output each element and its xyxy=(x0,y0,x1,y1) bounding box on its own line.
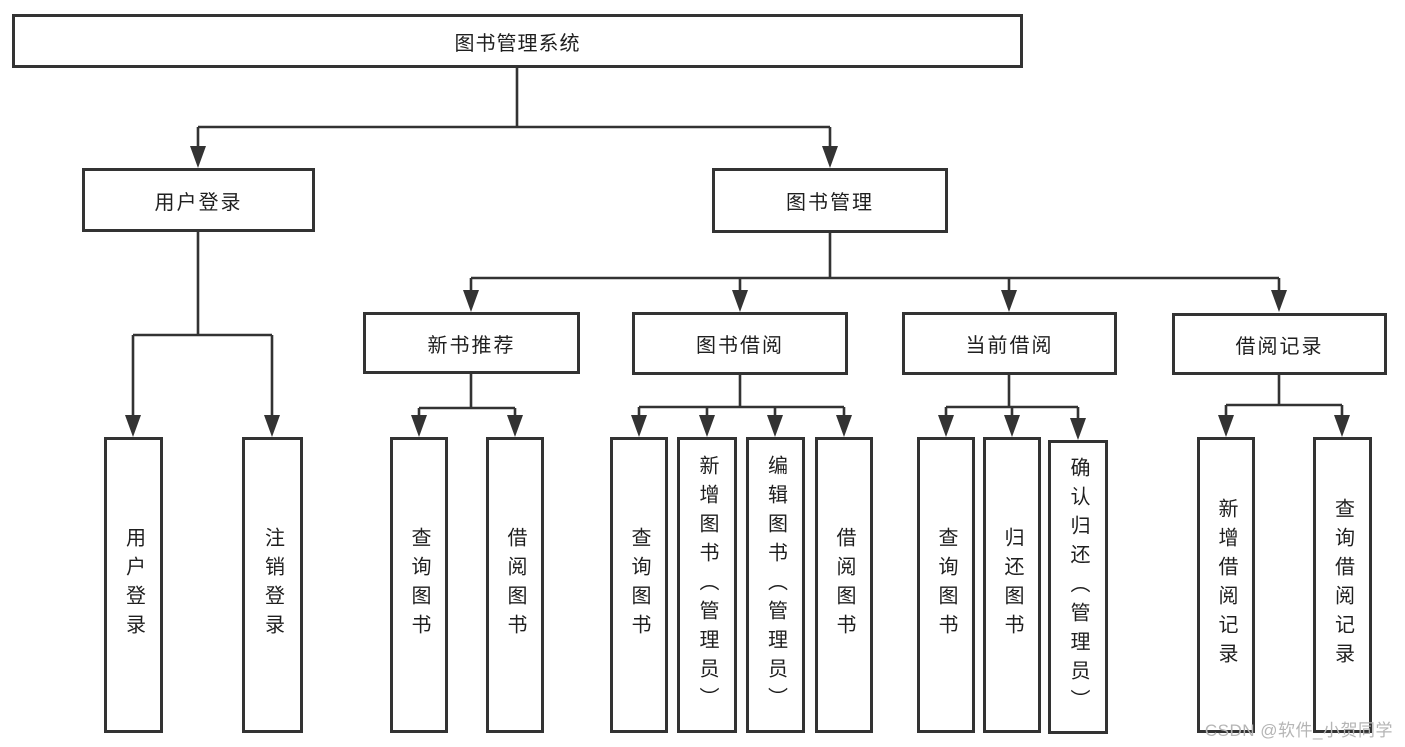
node-current-borrowing: 当前借阅 xyxy=(902,312,1117,375)
leaf-user-login-label: 用户登录 xyxy=(122,527,145,643)
leaf-query-books-current-label: 查询图书 xyxy=(935,527,957,643)
leaf-borrow-books-recommend: 借阅图书 xyxy=(486,437,544,733)
leaf-borrow-books-label: 借阅图书 xyxy=(833,527,855,643)
leaf-edit-book-admin-label: 编辑图书（管理员） xyxy=(764,454,787,716)
leaf-query-books-borrow-label: 查询图书 xyxy=(628,527,650,643)
leaf-user-login: 用户登录 xyxy=(104,437,163,733)
leaf-confirm-return-admin: 确认归还（管理员） xyxy=(1048,440,1108,734)
leaf-return-books: 归还图书 xyxy=(983,437,1041,733)
leaf-query-books-recommend: 查询图书 xyxy=(390,437,448,733)
leaf-add-borrow-record: 新增借阅记录 xyxy=(1197,437,1255,733)
node-book-borrowing-label: 图书借阅 xyxy=(696,335,784,357)
leaf-borrow-books: 借阅图书 xyxy=(815,437,873,733)
node-book-management: 图书管理 xyxy=(712,168,948,233)
node-new-book-recommend-label: 新书推荐 xyxy=(427,334,516,357)
node-user-login-label: 用户登录 xyxy=(154,191,243,214)
leaf-query-books-borrow: 查询图书 xyxy=(610,437,668,733)
csdn-watermark: CSDN @软件_小贺同学 xyxy=(1204,721,1393,740)
node-current-borrowing-label: 当前借阅 xyxy=(965,335,1054,357)
leaf-add-borrow-record-label: 新增借阅记录 xyxy=(1215,498,1237,672)
leaf-add-book-admin-label: 新增图书（管理员） xyxy=(696,454,718,716)
leaf-edit-book-admin: 编辑图书（管理员） xyxy=(746,437,805,733)
leaf-query-books-recommend-label: 查询图书 xyxy=(408,527,430,643)
leaf-query-books-current: 查询图书 xyxy=(917,437,975,733)
node-book-borrowing: 图书借阅 xyxy=(632,312,848,375)
leaf-logout: 注销登录 xyxy=(242,437,303,733)
node-root-label: 图书管理系统 xyxy=(454,32,581,55)
leaf-query-borrow-record: 查询借阅记录 xyxy=(1313,437,1372,733)
node-borrowing-records: 借阅记录 xyxy=(1172,313,1387,375)
leaf-query-borrow-record-label: 查询借阅记录 xyxy=(1331,498,1354,672)
leaf-return-books-label: 归还图书 xyxy=(1001,527,1023,643)
node-new-book-recommend: 新书推荐 xyxy=(363,312,580,374)
node-user-login: 用户登录 xyxy=(82,168,315,232)
leaf-borrow-books-recommend-label: 借阅图书 xyxy=(504,527,526,643)
node-book-management-label: 图书管理 xyxy=(786,192,874,214)
node-borrowing-records-label: 借阅记录 xyxy=(1235,335,1324,358)
node-root: 图书管理系统 xyxy=(12,14,1023,68)
leaf-logout-label: 注销登录 xyxy=(261,527,284,643)
leaf-confirm-return-admin-label: 确认归还（管理员） xyxy=(1067,456,1089,718)
leaf-add-book-admin: 新增图书（管理员） xyxy=(677,437,737,733)
